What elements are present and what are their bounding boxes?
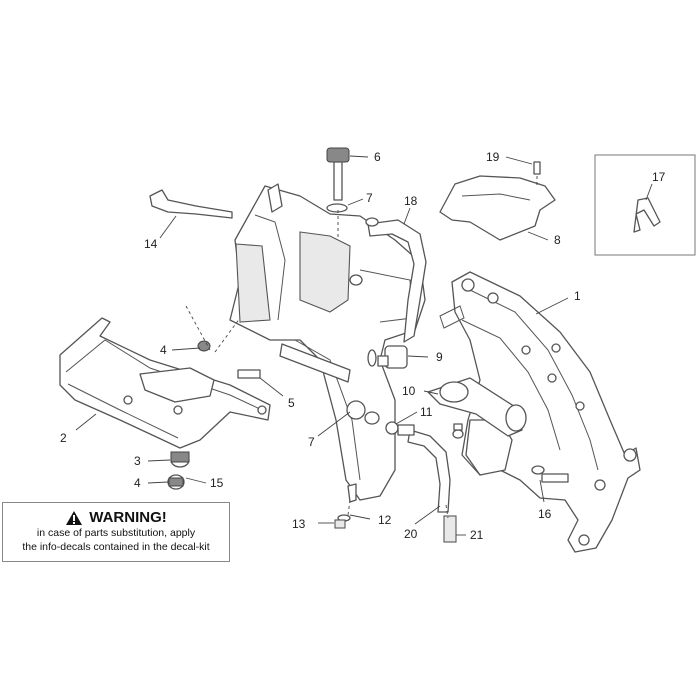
callout-7b: 7: [308, 435, 315, 449]
bracket-14: [149, 189, 233, 219]
callout-8: 8: [554, 233, 561, 247]
callout-10: 10: [402, 384, 416, 398]
hose-20: [407, 429, 451, 513]
callout-2: 2: [60, 431, 67, 445]
leader-lines: [75, 155, 653, 536]
callout-3: 3: [134, 454, 141, 468]
warning-box: WARNING! in case of parts substitution, …: [2, 502, 230, 562]
warning-title-row: WARNING!: [3, 509, 229, 526]
callout-labels: 1 2 3 4 4 5 6 7 7 8 9 10 11 12 13 14 15 …: [60, 150, 666, 542]
callout-15: 15: [210, 476, 224, 490]
callout-17: 17: [652, 170, 666, 184]
warning-line-1: in case of parts substitution, apply: [36, 527, 196, 539]
callout-1: 1: [574, 289, 581, 303]
front-bracket: [59, 317, 271, 449]
callout-20: 20: [404, 527, 418, 541]
warning-line-2: the info-decals contained in the decal-k…: [22, 541, 210, 553]
hose-18: [367, 219, 427, 343]
callout-9: 9: [436, 350, 443, 364]
alignment-lines: [185, 176, 538, 519]
main-frame: [439, 271, 641, 553]
filler-cap-6: [326, 147, 350, 201]
callout-6: 6: [374, 150, 381, 164]
callout-16: 16: [538, 507, 552, 521]
clip-17: [633, 197, 661, 233]
warning-title: WARNING!: [89, 509, 167, 526]
cover-8: [439, 175, 556, 241]
small-parts: [167, 161, 569, 543]
callout-14: 14: [144, 237, 158, 251]
callout-4b: 4: [134, 476, 141, 490]
callout-13: 13: [292, 517, 306, 531]
callout-5: 5: [288, 396, 295, 410]
callout-18: 18: [404, 194, 418, 208]
callout-11: 11: [420, 405, 433, 419]
warning-triangle-icon: [66, 510, 83, 525]
callout-21: 21: [470, 528, 484, 542]
callout-19: 19: [486, 150, 500, 164]
callout-7a: 7: [366, 191, 373, 205]
callout-12: 12: [378, 513, 392, 527]
callout-4a: 4: [160, 343, 167, 357]
